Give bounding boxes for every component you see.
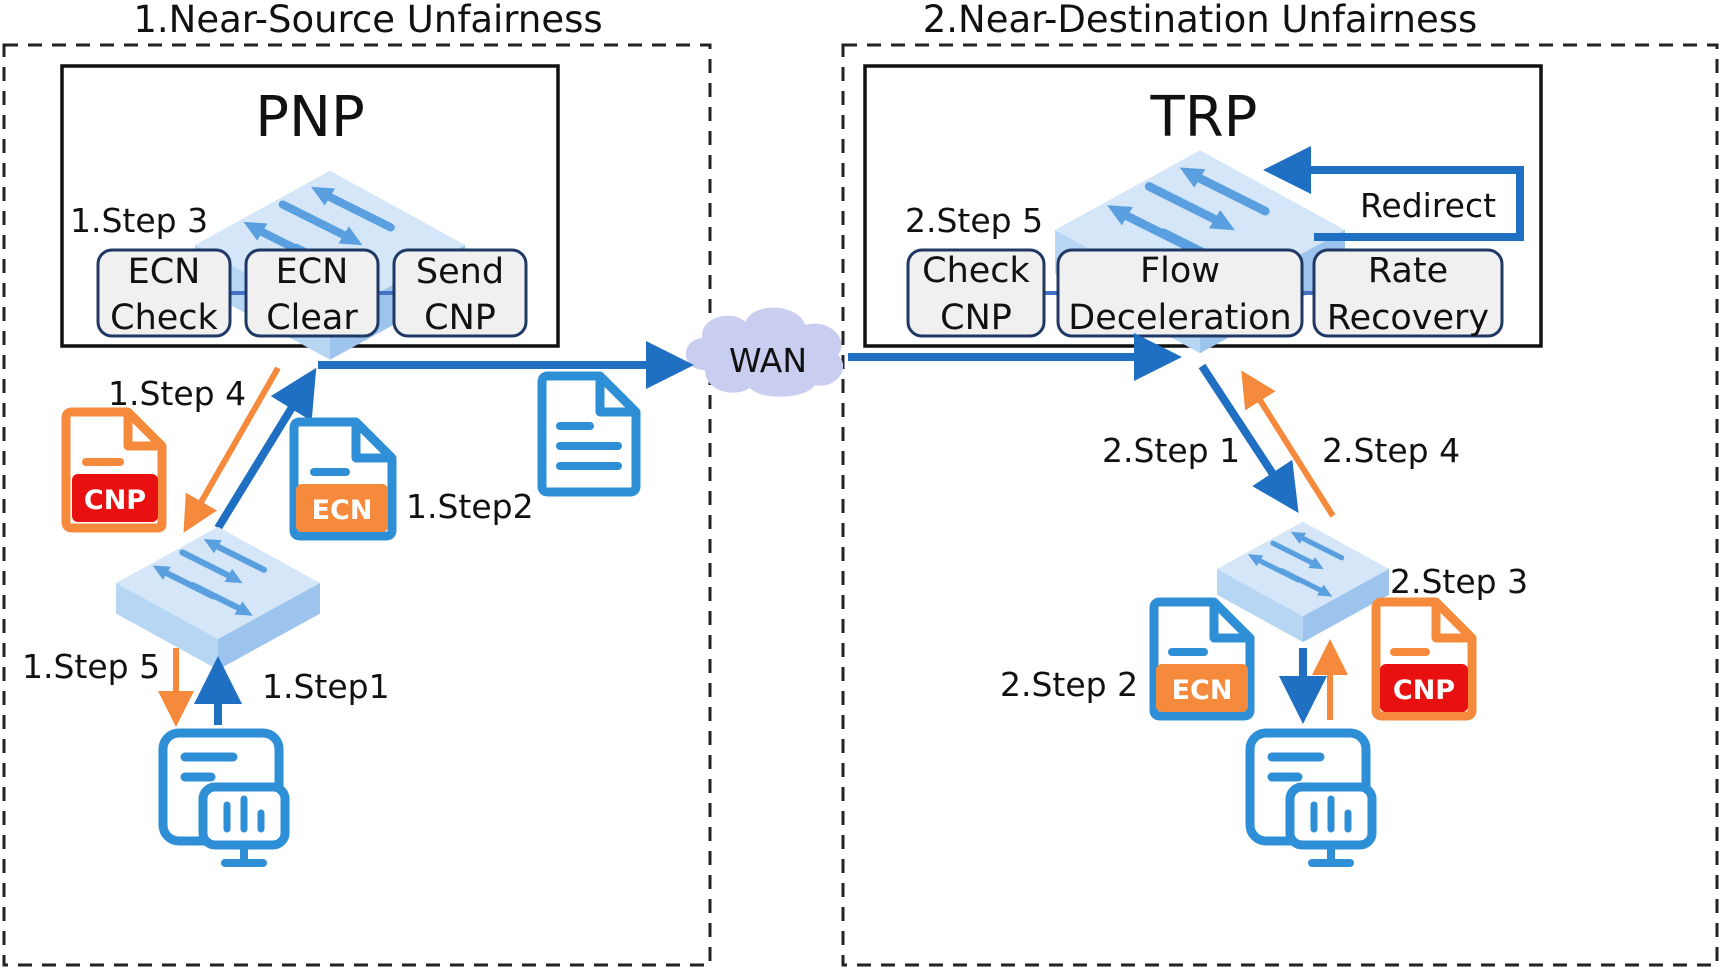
svg-text:Flow: Flow	[1140, 251, 1220, 291]
ecn-packet-icon: ECN	[289, 417, 397, 541]
svg-text:Deceleration: Deceleration	[1068, 298, 1291, 338]
step2-1-arrow	[1198, 363, 1299, 514]
right-panel-title: 2.Near-Destination Unfairness	[923, 0, 1478, 41]
left-panel-border	[2, 43, 712, 967]
svg-text:CNP: CNP	[940, 298, 1012, 338]
svg-text:Rate: Rate	[1368, 251, 1448, 291]
redirect-arrow	[1263, 146, 1524, 241]
svg-text:Check: Check	[922, 251, 1030, 291]
step2-4-arrow	[1241, 370, 1336, 518]
step-2-5-label: 2.Step 5	[905, 201, 1043, 240]
step-2-3-label: 2.Step 3	[1390, 562, 1528, 601]
svg-text:Send: Send	[416, 252, 504, 292]
redirect-label: Redirect	[1360, 186, 1496, 225]
step1-4-arrow	[183, 366, 281, 533]
destination-switch-icon	[1217, 522, 1389, 642]
cnp-packet-icon: CNP	[61, 407, 167, 533]
wan-label: WAN	[729, 341, 807, 380]
cnp-tag-label-right: CNP	[1393, 675, 1455, 706]
step-1-5-label: 1.Step 5	[22, 647, 160, 686]
source-host-icon	[163, 733, 285, 863]
ecn-tag-label-right: ECN	[1172, 675, 1233, 706]
pnp-module-ecn-clear: ECN Clear	[244, 248, 380, 338]
step-2-4-label: 2.Step 4	[1322, 431, 1460, 470]
step-1-4-label: 1.Step 4	[108, 374, 246, 413]
left-panel-title: 1.Near-Source Unfairness	[133, 0, 602, 41]
step-1-1-label: 1.Step1	[262, 667, 390, 706]
svg-text:Clear: Clear	[266, 298, 358, 338]
step-1-2-label: 1.Step2	[406, 487, 534, 526]
trp-module-flow-deceleration: Flow Deceleration	[1056, 248, 1304, 338]
data-packet-icon	[537, 371, 641, 497]
cnp-packet-icon-right: CNP	[1371, 597, 1477, 721]
svg-text:Check: Check	[110, 298, 218, 338]
trp-title: TRP	[1150, 85, 1258, 150]
trp-module-check-cnp: Check CNP	[906, 248, 1046, 338]
pnp-module-ecn-check: ECN Check	[96, 248, 232, 338]
wan-cloud-icon: WAN	[685, 307, 844, 397]
pnp-module-send-cnp: Send CNP	[392, 248, 528, 338]
right-panel-border	[841, 43, 1719, 967]
step-2-2-label: 2.Step 2	[1000, 665, 1138, 704]
svg-text:CNP: CNP	[424, 298, 496, 338]
svg-text:ECN: ECN	[276, 252, 349, 292]
module-label: ECN	[128, 252, 201, 292]
step-1-3-label: 1.Step 3	[70, 201, 208, 240]
ecn-tag-label: ECN	[312, 495, 373, 526]
step-2-1-label: 2.Step 1	[1102, 431, 1240, 470]
destination-host-icon	[1250, 733, 1372, 863]
cnp-tag-label: CNP	[84, 485, 146, 516]
svg-text:Recovery: Recovery	[1327, 298, 1489, 338]
ecn-packet-icon-right: ECN	[1149, 597, 1255, 721]
step1-2-arrow	[214, 367, 317, 531]
pnp-title: PNP	[255, 85, 364, 150]
trp-module-rate-recovery: Rate Recovery	[1312, 248, 1504, 338]
